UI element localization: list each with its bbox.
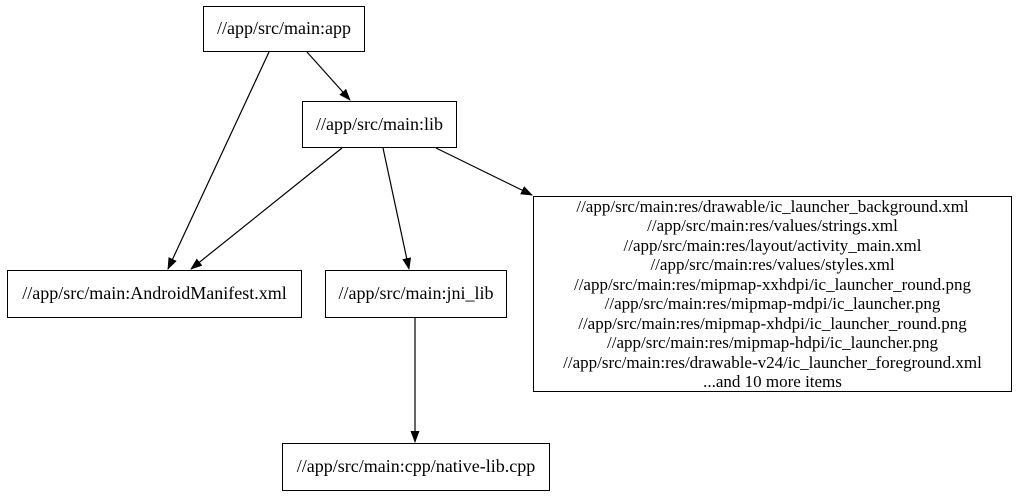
res-group-line: //app/src/main:res/drawable-v24/ic_launc… [563,352,982,372]
edge-app-to-lib [306,51,351,101]
edge-lib-to-android-manifest [190,147,343,270]
node-android-manifest-label: //app/src/main:AndroidManifest.xml [22,283,287,304]
res-group-line: //app/src/main:res/values/styles.xml [650,255,895,274]
res-group-line: //app/src/main:res/mipmap-xhdpi/ic_launc… [578,313,967,333]
node-native-lib-cpp: //app/src/main:cpp/native-lib.cpp [282,443,550,491]
edge-lib-to-res-group [435,147,533,196]
edge-lib-to-jni-lib [382,147,412,270]
res-group-line: //app/src/main:res/layout/activity_main.… [623,235,922,255]
node-res-group: //app/src/main:res/drawable/ic_launcher_… [533,196,1012,392]
node-jni-lib-label: //app/src/main:jni_lib [338,283,494,304]
node-android-manifest: //app/src/main:AndroidManifest.xml [7,270,302,318]
res-group-line: //app/src/main:res/mipmap-hdpi/ic_launch… [607,333,938,352]
node-jni-lib: //app/src/main:jni_lib [325,270,507,318]
node-app-label: //app/src/main:app [217,18,351,39]
res-group-line: //app/src/main:res/mipmap-xxhdpi/ic_laun… [573,274,972,294]
edge-app-to-android-manifest [167,51,270,270]
res-group-line: //app/src/main:res/drawable/ic_launcher_… [576,196,969,216]
res-group-line: //app/src/main:res/mipmap-mdpi/ic_launch… [604,294,941,313]
node-native-lib-cpp-label: //app/src/main:cpp/native-lib.cpp [296,456,536,477]
node-lib: //app/src/main:lib [302,101,457,148]
res-group-more-items: ...and 10 more items [703,372,842,391]
node-app: //app/src/main:app [203,6,365,52]
node-lib-label: //app/src/main:lib [316,113,443,134]
res-group-line: //app/src/main:res/values/strings.xml [647,216,898,235]
